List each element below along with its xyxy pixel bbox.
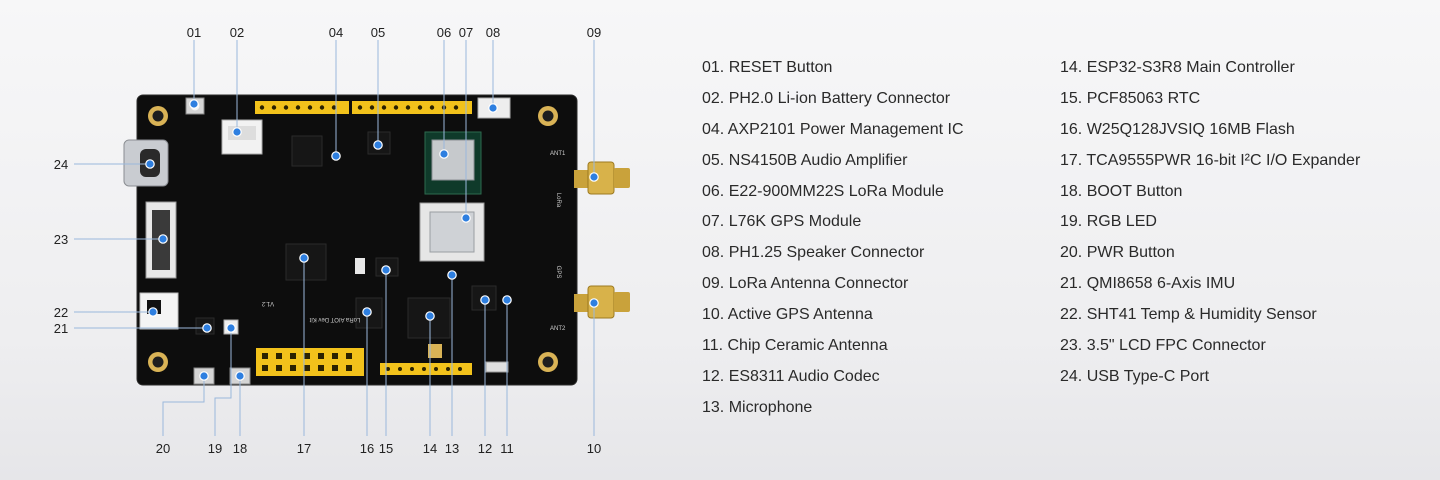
callout-number-12: 12 xyxy=(478,441,492,456)
callout-dot-21 xyxy=(202,323,212,333)
silk-ant2: ANT2 xyxy=(550,326,566,332)
callout-dot-24 xyxy=(145,159,155,169)
callout-number-01: 01 xyxy=(187,25,201,40)
silk-gps: GPS xyxy=(555,266,561,279)
legend-item: 10. Active GPS Antenna xyxy=(702,306,873,324)
callout-number-09: 09 xyxy=(587,25,601,40)
legend-item: 15. PCF85063 RTC xyxy=(1060,89,1201,107)
callout-number-06: 06 xyxy=(437,25,451,40)
legend-item: 11. Chip Ceramic Antenna xyxy=(702,337,888,355)
legend-item: 18. BOOT Button xyxy=(1060,182,1183,200)
callout-dot-04 xyxy=(331,151,341,161)
callout-dot-15 xyxy=(381,265,391,275)
callout-dot-10 xyxy=(589,298,599,308)
legend-item: 07. L76K GPS Module xyxy=(702,213,862,231)
legend-item: 01. RESET Button xyxy=(702,59,833,76)
callout-dot-16 xyxy=(362,307,372,317)
callout-number-20: 20 xyxy=(156,441,170,456)
top-header-right xyxy=(352,101,472,114)
legend-item: 05. NS4150B Audio Amplifier xyxy=(702,151,908,169)
board-diagram: LoRa AIOT Dev Kit V1.2 LoRa GPS ANT1 ANT… xyxy=(54,25,630,456)
microphone-part xyxy=(428,344,442,358)
callout-number-05: 05 xyxy=(371,25,385,40)
callout-dot-18 xyxy=(235,371,245,381)
callout-dot-23 xyxy=(158,234,168,244)
callout-dot-11 xyxy=(502,295,512,305)
silk-version: V1.2 xyxy=(261,300,274,306)
callout-number-21: 21 xyxy=(54,321,68,336)
callout-number-13: 13 xyxy=(445,441,459,456)
callout-number-17: 17 xyxy=(297,441,311,456)
ceramic-antenna xyxy=(485,361,509,373)
callout-dot-09 xyxy=(589,172,599,182)
callout-dot-22 xyxy=(148,307,158,317)
legend-item: 06. E22-900MM22S LoRa Module xyxy=(702,182,944,200)
callout-dot-02 xyxy=(232,127,242,137)
callout-number-23: 23 xyxy=(54,232,68,247)
bottom-header-left xyxy=(256,348,364,376)
callout-leader-19 xyxy=(214,328,232,436)
callout-dot-05 xyxy=(373,140,383,150)
callout-number-16: 16 xyxy=(360,441,374,456)
pcb-board xyxy=(136,94,578,386)
callout-dot-19 xyxy=(226,323,236,333)
callout-leader-20 xyxy=(162,376,205,436)
legend-item: 24. USB Type-C Port xyxy=(1060,367,1210,385)
legend-column-right: 14. ESP32-S3R8 Main Controller 15. PCF85… xyxy=(1060,57,1360,397)
silk-lora: LoRa xyxy=(555,193,561,208)
legend-item: 20. PWR Button xyxy=(1060,244,1175,262)
gps-antenna-connector xyxy=(574,285,630,319)
lora-antenna-connector xyxy=(574,161,630,195)
legend-item: 08. PH1.25 Speaker Connector xyxy=(702,244,925,262)
callout-number-18: 18 xyxy=(233,441,247,456)
mounting-holes xyxy=(148,106,558,372)
legend-item: 17. TCA9555PWR 16-bit I²C I/O Expander xyxy=(1060,151,1361,169)
top-header-left xyxy=(255,101,349,114)
legend-item: 21. QMI8658 6-Axis IMU xyxy=(1060,275,1236,293)
callout-dot-01 xyxy=(189,99,199,109)
legend-item: 13. Microphone xyxy=(702,398,813,416)
callout-dot-07 xyxy=(461,213,471,223)
callout-dot-20 xyxy=(199,371,209,381)
callout-number-24: 24 xyxy=(54,157,68,172)
callout-number-15: 15 xyxy=(379,441,393,456)
legend-item: 14. ESP32-S3R8 Main Controller xyxy=(1060,59,1295,76)
legend-item: 16. W25Q128JVSIQ 16MB Flash xyxy=(1060,120,1295,138)
callout-number-02: 02 xyxy=(230,25,244,40)
callout-number-10: 10 xyxy=(587,441,601,456)
callout-number-22: 22 xyxy=(54,305,68,320)
callout-number-08: 08 xyxy=(486,25,500,40)
legend-item: 23. 3.5" LCD FPC Connector xyxy=(1060,337,1266,355)
callout-dot-13 xyxy=(447,270,457,280)
pmic-chip xyxy=(291,135,323,167)
silk-title: LoRa AIOT Dev Kit xyxy=(309,316,360,322)
callout-dot-08 xyxy=(488,103,498,113)
legend-item: 19. RGB LED xyxy=(1060,213,1157,231)
callout-dot-17 xyxy=(299,253,309,263)
callout-number-14: 14 xyxy=(423,441,437,456)
callout-number-07: 07 xyxy=(459,25,473,40)
legend-item: 09. LoRa Antenna Connector xyxy=(702,275,909,293)
callout-dot-14 xyxy=(425,311,435,321)
legend-item: 02. PH2.0 Li-ion Battery Connector xyxy=(702,89,951,107)
callout-number-04: 04 xyxy=(329,25,343,40)
silk-ant1: ANT1 xyxy=(550,151,566,157)
legend-item: 12. ES8311 Audio Codec xyxy=(702,367,880,385)
callout-dot-06 xyxy=(439,149,449,159)
callout-number-19: 19 xyxy=(208,441,222,456)
callout-dot-12 xyxy=(480,295,490,305)
legend-item: 04. AXP2101 Power Management IC xyxy=(702,120,964,138)
callout-number-11: 11 xyxy=(500,441,514,456)
legend-column-left: 01. RESET Button 02. PH2.0 Li-ion Batter… xyxy=(702,57,964,428)
legend-item: 22. SHT41 Temp & Humidity Sensor xyxy=(1060,306,1317,324)
